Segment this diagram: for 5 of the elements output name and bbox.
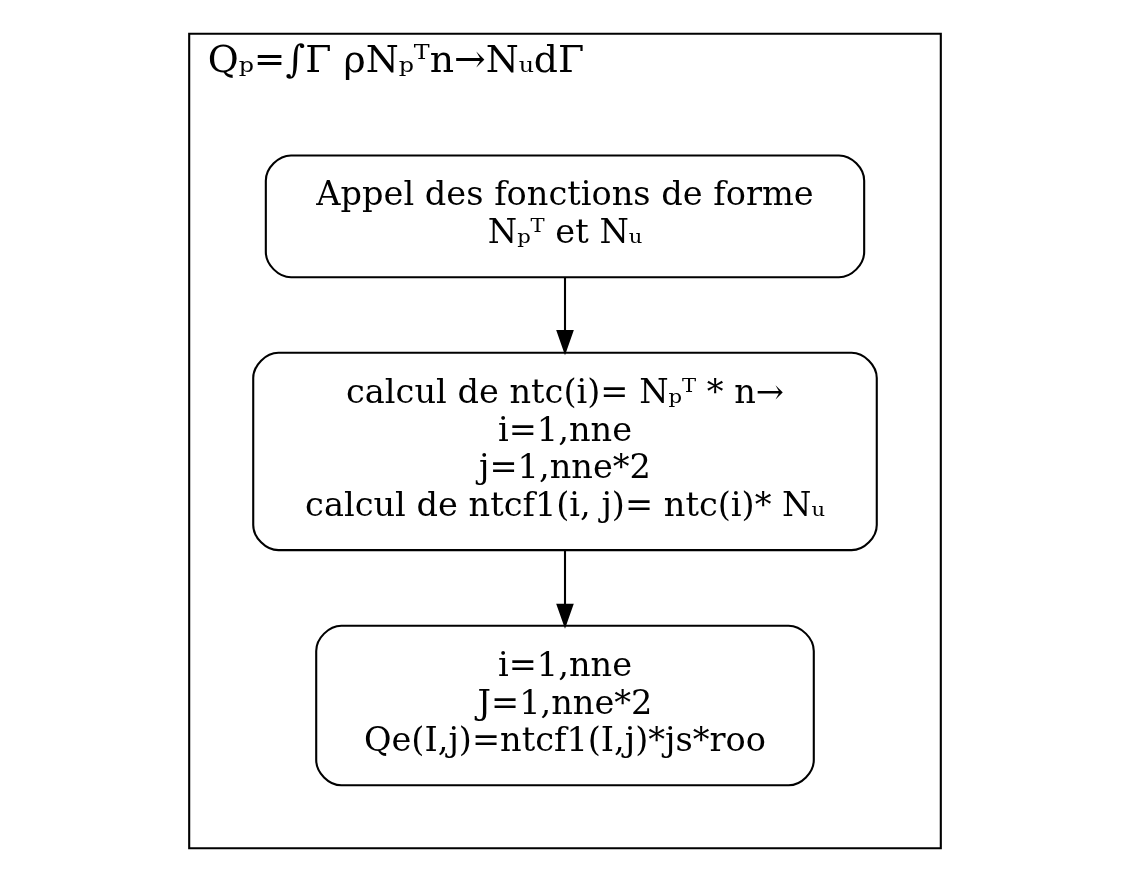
arrow [556,550,574,629]
node-box: Appel des fonctions de forme Nₚᵀ et Nᵤ [264,154,866,279]
node-box: calcul de ntc(i)= Nₚᵀ * n→ i=1,nne j=1,nne*2 calcul de ntcf1(i, j)= ntc(i)* Nᵤ [252,351,878,552]
arrow [556,277,574,356]
node-box: i=1,nne J=1,nne*2 Qe(I,j)=ntcf1(I,j)*js*roo [315,624,815,787]
